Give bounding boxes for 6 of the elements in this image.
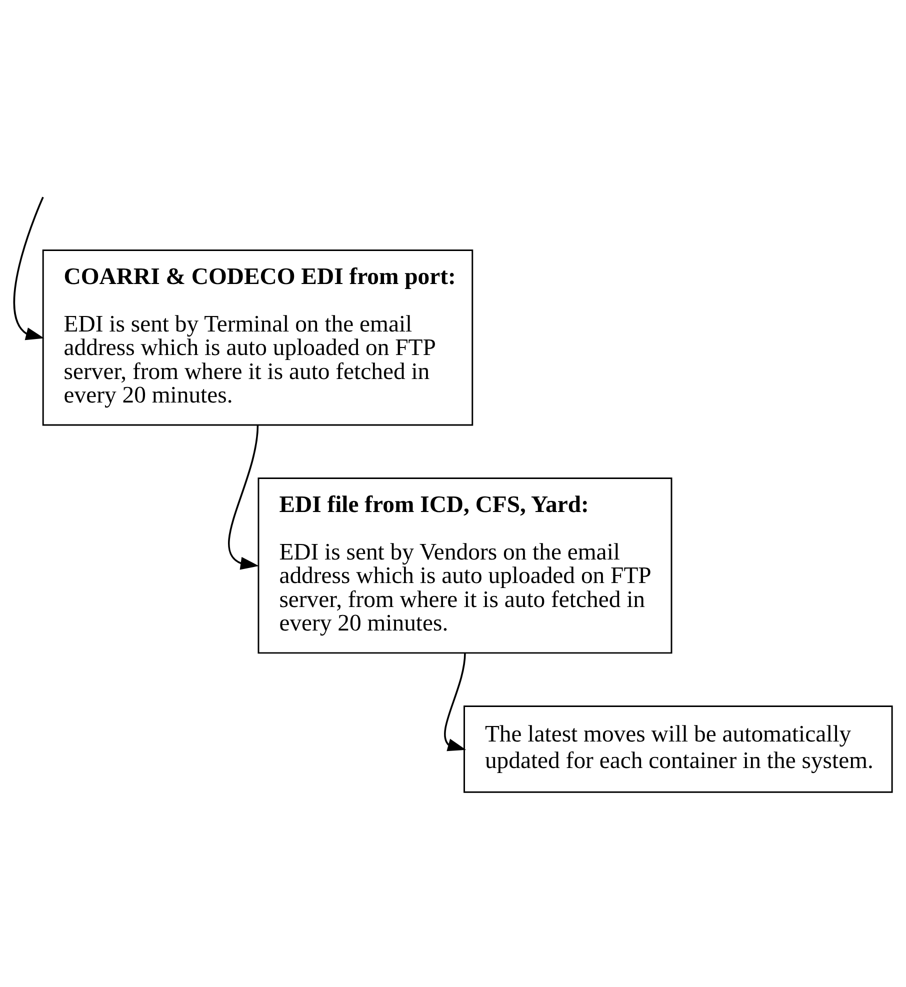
node-box: COARRI & CODECO EDI from port: EDI is sent by Terminal on the email address which is auto uploaded on FTP server, from where it is auto fetched in every 20 minutes. — [42, 249, 474, 426]
node-box: The latest moves will be automatically updated for each container in the system. — [464, 704, 893, 792]
arrow — [228, 424, 259, 570]
node-box: EDI file from ICD, CFS, Yard: EDI is sent by Vendors on the email address which is auto uploaded on FTP server, from where it is auto fetched in every 20 minutes. — [258, 477, 672, 654]
arrow — [444, 652, 466, 751]
arrow — [13, 196, 44, 340]
